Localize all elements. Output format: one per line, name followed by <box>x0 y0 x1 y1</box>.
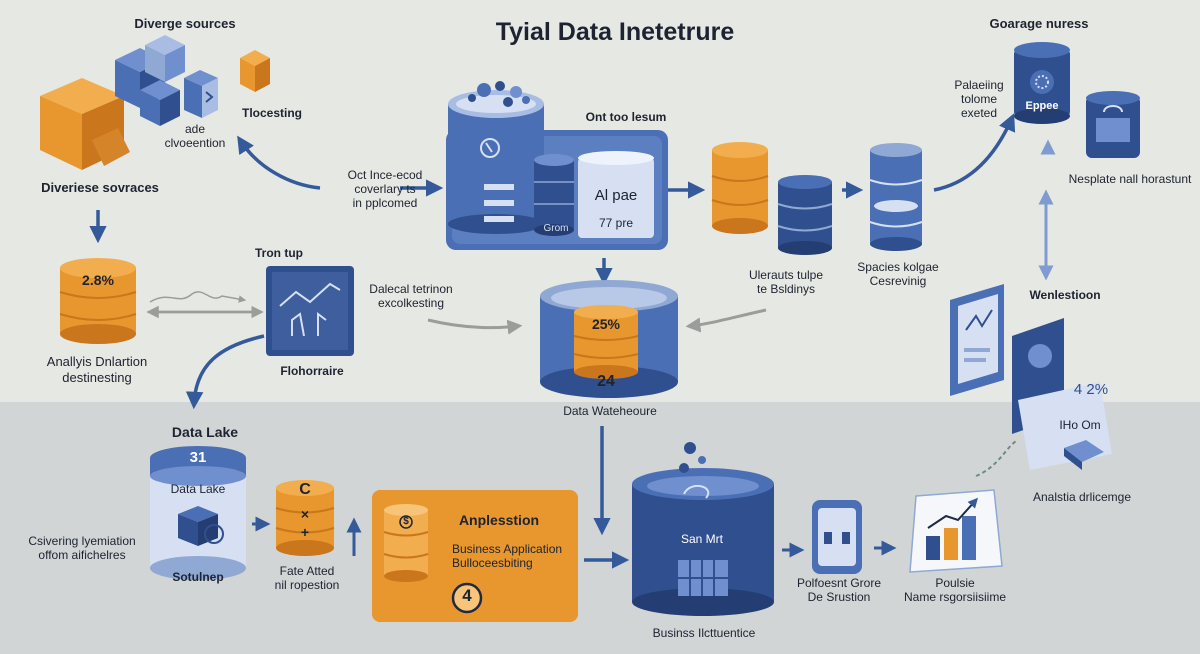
source-cubes-icon <box>40 35 270 170</box>
label-nesplate: Nesplate nall horastunt <box>1068 172 1192 186</box>
label-al-pae: Al pae <box>594 187 638 204</box>
label-tlocesting: Tlocesting <box>241 106 302 120</box>
data-lake-icon <box>150 446 246 580</box>
label-ont-too: Ont too lesum <box>585 110 667 124</box>
label-sotulnep: Sotulnep <box>172 570 224 584</box>
label-analyis: Anallyis Dnlartion destinesting <box>46 354 148 385</box>
chart-monitor-icon <box>266 266 354 356</box>
orange-db-icon <box>59 258 137 344</box>
label-sources-bottom: Diveriese sovraces <box>41 180 159 195</box>
label-77: 77 pre <box>598 216 634 230</box>
label-polfoesnt: Polfoesnt Grore De Srustion <box>796 576 882 604</box>
label-analsta: Analstia drlicemge <box>1032 490 1132 504</box>
dotted-connector <box>975 439 1019 477</box>
label-flohorraire: Flohorraire <box>280 364 344 378</box>
label-plus: + <box>300 524 310 540</box>
label-28: 2.8% <box>82 272 114 288</box>
label-grom: Grom <box>543 223 569 234</box>
label-san-mrt: San Mrt <box>680 532 723 546</box>
dollar-icon: $ <box>403 516 409 527</box>
label-tron-tup: Tron tup <box>255 246 303 260</box>
label-sources-top: Diverge sources <box>134 16 236 31</box>
processing-block <box>446 81 668 250</box>
label-25: 25% <box>591 316 621 332</box>
storage-stack-icon <box>869 143 923 251</box>
label-fate-atted: Fate Atted nil ropestion <box>274 564 340 592</box>
label-data-warehouse: Data Wateheoure <box>563 404 657 418</box>
label-csivering: Csivering lyemiation offom aifichelres <box>28 534 136 562</box>
application-box <box>372 490 578 622</box>
report-chart-icon <box>909 489 1003 573</box>
arrow-to-storage <box>933 113 1016 192</box>
label-polaesing: Palaeiing tolome exeted <box>954 78 1004 120</box>
storage-cylinder-icon <box>1014 42 1070 124</box>
label-x: × <box>300 506 310 522</box>
label-business-app: Business Application Bulloceesbiting <box>452 542 563 570</box>
label-24: 24 <box>597 373 615 390</box>
storage-device-icon <box>1086 91 1140 158</box>
label-c: C <box>299 481 311 498</box>
label-ade: ade clvoeention <box>164 122 226 150</box>
label-anplesstion: Anplesstion <box>458 512 540 528</box>
label-oct-line: Oct Ince-ecod coverlary ts in pplcomed <box>347 168 423 210</box>
formula-stack-icon <box>275 480 335 556</box>
arrow-to-data-lake <box>185 334 265 410</box>
label-dalecal: Dalecal tetrinon excolkesting <box>369 282 453 310</box>
label-data-lake-inner: Data Lake <box>170 482 226 496</box>
data-mart-icon <box>632 442 774 616</box>
arrow-to-sources <box>237 135 321 190</box>
device-icon <box>812 500 862 574</box>
label-goarage: Goarage nuress <box>989 16 1089 31</box>
label-wenlestioon: Wenlestioon <box>1029 288 1101 302</box>
arrow-to-warehouse-left <box>427 318 523 335</box>
label-uleraurts: Ulerauts tulpe te Bsldinys <box>748 268 824 296</box>
label-poulsie: Poulsie Name rsgorsiisiime <box>903 576 1007 604</box>
data-warehouse-icon <box>540 280 678 398</box>
arrow-to-warehouse-right <box>685 308 767 333</box>
label-4: 4 <box>462 586 472 605</box>
orange-stack-icon <box>711 142 769 234</box>
label-data-lake-title: Data Lake <box>171 424 239 440</box>
label-eppee: Eppee <box>1025 100 1059 112</box>
blue-stack-icon <box>777 175 833 255</box>
label-31: 31 <box>189 449 207 466</box>
web-panels-icon <box>950 284 1112 470</box>
label-busins: Businss Ilcttuentice <box>652 626 756 640</box>
label-iho-om: IHo Om <box>1059 418 1101 432</box>
label-42: 4 2% <box>1073 381 1109 398</box>
diagram-title: Tyial Data Inetetrure <box>495 18 735 46</box>
label-spacies: Spacies kolgae Cesrevinig <box>857 260 939 288</box>
